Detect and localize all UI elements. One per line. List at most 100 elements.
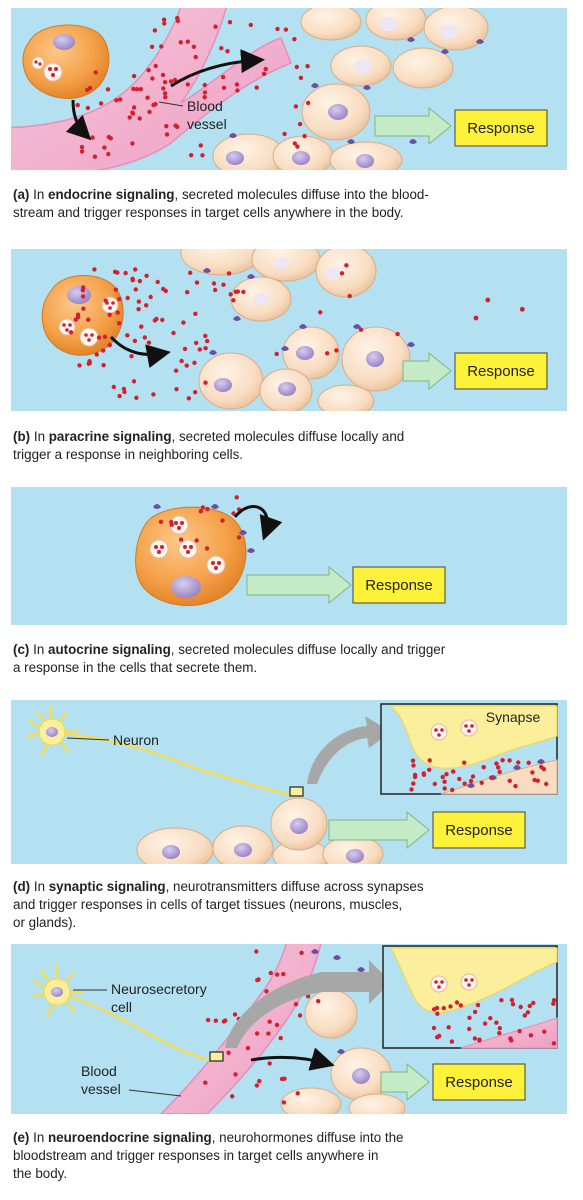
signal-molecule bbox=[145, 95, 150, 100]
signal-molecule bbox=[412, 774, 418, 780]
signal-molecule bbox=[261, 71, 267, 76]
signal-molecule bbox=[94, 352, 99, 357]
synapse-highlight bbox=[209, 1051, 224, 1062]
signal-molecule bbox=[297, 121, 303, 127]
signal-molecule bbox=[427, 767, 432, 772]
signal-molecule bbox=[462, 781, 467, 786]
signal-molecule bbox=[102, 334, 108, 339]
signal-molecule bbox=[488, 1016, 493, 1021]
signal-molecule bbox=[79, 149, 85, 154]
signal-molecule bbox=[267, 1061, 272, 1066]
signal-molecule bbox=[205, 1017, 211, 1023]
signal-molecule bbox=[204, 546, 210, 551]
signal-molecule bbox=[507, 778, 512, 783]
caption-letter: (e) bbox=[13, 1130, 30, 1145]
caption-letter: (a) bbox=[13, 187, 30, 202]
target-cells bbox=[136, 797, 384, 864]
signal-molecule bbox=[245, 1045, 251, 1051]
panel-background bbox=[11, 487, 567, 625]
signal-molecule bbox=[169, 519, 174, 525]
synapse-highlight bbox=[289, 786, 304, 797]
signal-molecule bbox=[146, 340, 152, 345]
synapse-inset bbox=[380, 703, 558, 795]
caption-line-1: (e) In neuroendocrine signaling, neuroho… bbox=[13, 1129, 569, 1147]
signal-molecule bbox=[191, 44, 197, 49]
signal-molecule bbox=[75, 312, 81, 317]
signal-molecule bbox=[171, 330, 176, 336]
signal-molecule bbox=[134, 395, 139, 400]
axon bbox=[64, 732, 294, 798]
signal-molecule bbox=[107, 342, 112, 348]
signal-molecule bbox=[236, 535, 242, 540]
signal-molecule bbox=[188, 270, 193, 275]
signal-molecule bbox=[168, 79, 174, 84]
signal-molecule bbox=[125, 333, 130, 338]
signal-molecule bbox=[306, 100, 311, 106]
signal-molecule bbox=[203, 333, 208, 339]
signal-molecule bbox=[446, 1025, 451, 1030]
signal-molecule bbox=[155, 279, 160, 285]
signal-molecule bbox=[194, 280, 200, 285]
signal-molecule bbox=[172, 77, 178, 83]
signal-molecule bbox=[281, 1100, 287, 1105]
signal-molecule bbox=[138, 87, 143, 92]
diffusion-arrow bbox=[109, 335, 171, 369]
signal-molecule bbox=[133, 287, 138, 292]
signal-molecule bbox=[184, 363, 189, 368]
caption-term: paracrine signaling bbox=[48, 429, 172, 444]
signal-molecule bbox=[267, 1019, 272, 1024]
signal-molecule bbox=[173, 368, 179, 373]
signal-molecule bbox=[263, 66, 268, 72]
caption-pre: In bbox=[33, 642, 48, 657]
signal-molecule bbox=[205, 338, 210, 344]
signal-molecule bbox=[152, 28, 158, 33]
caption-synaptic: (d) In synaptic signaling, neurotransmit… bbox=[13, 878, 569, 932]
signal-molecule bbox=[193, 311, 198, 316]
caption-term: neuroendocrine signaling bbox=[48, 1130, 212, 1145]
caption-autocrine: (c) In autocrine signaling, secreted mol… bbox=[13, 641, 569, 677]
signal-molecule bbox=[411, 781, 416, 786]
panel-autocrine: Response bbox=[11, 487, 567, 625]
signal-molecule bbox=[234, 495, 239, 500]
signal-molecule bbox=[255, 978, 260, 983]
receptors bbox=[153, 504, 255, 553]
signal-molecule bbox=[137, 278, 142, 284]
signal-molecule bbox=[118, 97, 123, 102]
signal-molecule bbox=[203, 380, 208, 385]
signal-molecule bbox=[485, 297, 491, 303]
signal-molecule bbox=[123, 270, 128, 276]
caption-line-3: or glands). bbox=[13, 915, 77, 930]
signal-molecule bbox=[283, 27, 289, 32]
signal-molecule bbox=[164, 124, 169, 129]
signal-molecule bbox=[254, 949, 259, 954]
signal-molecule bbox=[470, 774, 476, 779]
signal-molecule bbox=[198, 509, 203, 514]
signal-molecule bbox=[101, 348, 106, 353]
signal-molecule bbox=[454, 1000, 460, 1005]
signal-molecule bbox=[295, 1091, 300, 1096]
neurosecretory-inset bbox=[382, 945, 558, 1049]
signal-molecule bbox=[130, 278, 135, 283]
response-label: Response bbox=[445, 1074, 513, 1091]
receptors bbox=[311, 949, 365, 1054]
caption-text: , neurotransmitters diffuse across synap… bbox=[165, 879, 424, 894]
signal-molecule bbox=[522, 1013, 527, 1018]
signal-molecule bbox=[441, 1006, 446, 1011]
caption-neuroendocrine: (e) In neuroendocrine signaling, neuroho… bbox=[13, 1129, 569, 1183]
signal-molecule bbox=[542, 1029, 547, 1034]
signal-molecule bbox=[316, 999, 321, 1004]
signal-molecule bbox=[114, 98, 119, 103]
signal-molecule bbox=[129, 354, 134, 359]
blood-vessel-leader bbox=[158, 101, 184, 107]
signal-molecule bbox=[449, 1039, 455, 1044]
signal-molecule bbox=[468, 778, 474, 784]
signal-molecule bbox=[162, 80, 168, 85]
signal-molecule bbox=[293, 1002, 299, 1007]
autocrine-arrow bbox=[233, 505, 283, 541]
signal-molecule bbox=[293, 104, 299, 109]
signal-molecule bbox=[489, 775, 494, 780]
signal-molecule bbox=[225, 49, 230, 54]
transport-arrow bbox=[250, 1047, 335, 1071]
signal-molecule bbox=[150, 76, 155, 81]
signal-molecule bbox=[162, 91, 168, 96]
